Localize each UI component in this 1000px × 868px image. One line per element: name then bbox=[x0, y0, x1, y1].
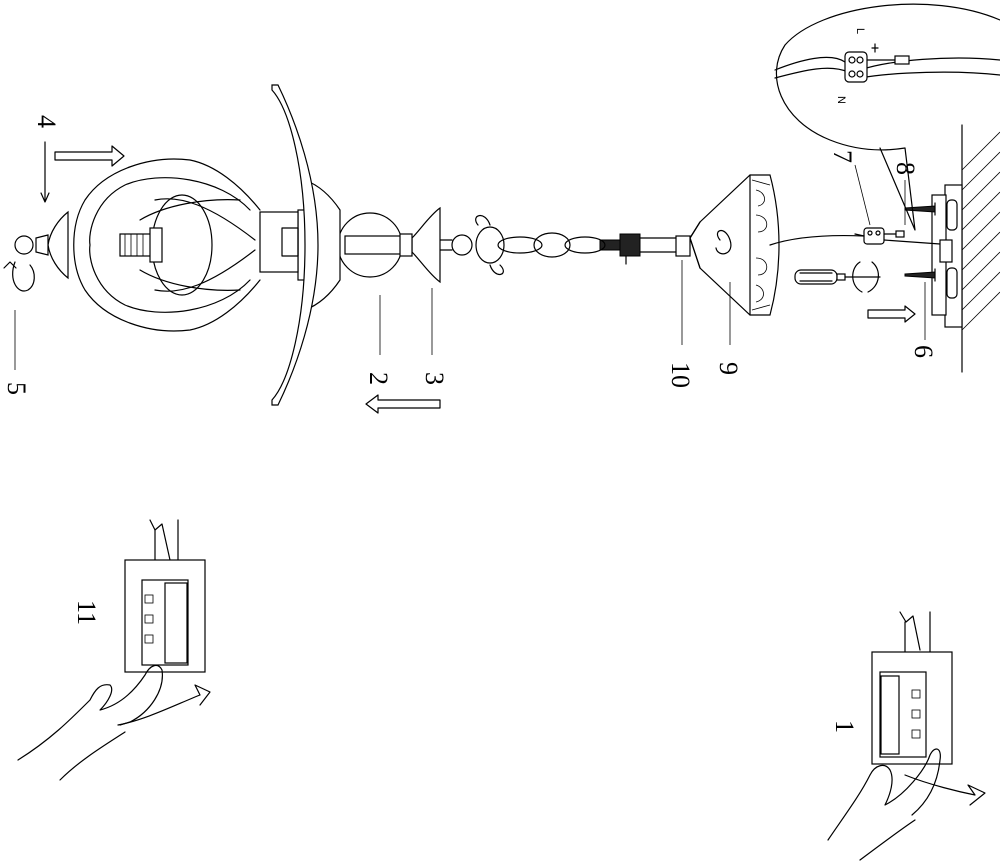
hand-detail-11 bbox=[17, 519, 211, 781]
lamp-cage bbox=[73, 158, 299, 332]
arrow-right-4 bbox=[54, 145, 125, 167]
arrow-left-2 bbox=[365, 394, 441, 414]
arrow-down-4 bbox=[40, 141, 50, 203]
ceiling-wall bbox=[944, 124, 1000, 373]
hand-detail-1 bbox=[827, 611, 986, 861]
large-shade-disk bbox=[271, 84, 319, 406]
power-cord bbox=[769, 234, 865, 246]
terminal-block bbox=[854, 227, 941, 245]
callout-11: 11 bbox=[72, 600, 101, 625]
wiring-detail-bubble: L N bbox=[774, 3, 1000, 231]
finial-knob bbox=[3, 235, 35, 292]
callout-9: 9 bbox=[714, 362, 743, 375]
callout-2: 2 bbox=[364, 372, 393, 385]
callout-4: 4 bbox=[32, 115, 61, 128]
chain-hook bbox=[439, 234, 473, 256]
chain bbox=[475, 215, 606, 275]
screwdriver bbox=[794, 261, 881, 293]
callout-5: 5 bbox=[2, 382, 31, 395]
neutral-wire-label: N bbox=[835, 96, 847, 104]
live-wire-label: L bbox=[854, 28, 866, 34]
mounting-bracket bbox=[931, 194, 958, 316]
callout-8: 8 bbox=[891, 162, 920, 175]
bell-cap bbox=[411, 206, 441, 284]
canopy bbox=[675, 174, 780, 316]
ball-ornament bbox=[317, 212, 413, 278]
finial-cup bbox=[35, 210, 69, 280]
callout-6: 6 bbox=[909, 345, 938, 358]
arrow-right-6 bbox=[867, 305, 916, 323]
rod bbox=[599, 233, 677, 265]
callout-10: 10 bbox=[666, 362, 695, 388]
callout-3: 3 bbox=[420, 372, 449, 385]
canopy-loop bbox=[715, 230, 732, 255]
leader-lines bbox=[14, 164, 926, 370]
callout-1: 1 bbox=[830, 720, 859, 733]
callout-7: 7 bbox=[828, 150, 857, 163]
